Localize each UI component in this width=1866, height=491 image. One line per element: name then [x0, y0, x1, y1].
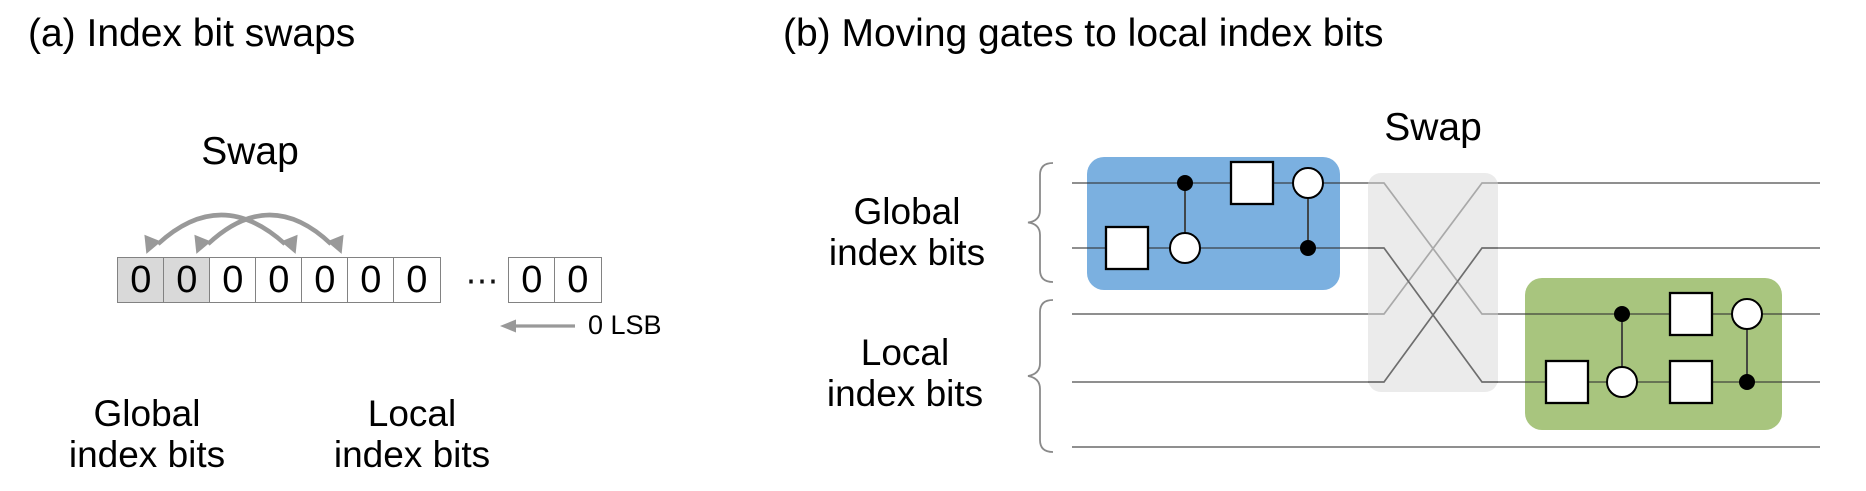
- arrowhead-icon: [280, 234, 298, 254]
- global-bits-brace: [1027, 162, 1054, 283]
- lsb-label: 0 LSB: [588, 310, 662, 340]
- bit-cell-local: 0: [393, 257, 441, 303]
- bit-cell-local: 0: [209, 257, 257, 303]
- swap-crossing-4-2: [1368, 247, 1498, 383]
- open-circle-gate: [1292, 167, 1324, 199]
- control-dot: [1177, 175, 1193, 191]
- swap-arc-1: [156, 212, 287, 246]
- panel-b-title: (b) Moving gates to local index bits: [783, 12, 1384, 55]
- arrowhead-icon: [144, 234, 162, 254]
- swap-arcs: [144, 212, 344, 254]
- bit-cell-local: 0: [554, 257, 602, 303]
- swap-crossing-2-4: [1368, 247, 1498, 383]
- quantum-wires: [1072, 182, 1820, 448]
- panel-a-title: (a) Index bit swaps: [28, 12, 356, 55]
- open-circle-gate: [1731, 298, 1763, 330]
- bit-array-main: 0 0 0 0 0 0 0: [117, 257, 441, 303]
- control-dot: [1739, 374, 1755, 390]
- bit-array-ellipsis: ⋯: [465, 261, 499, 299]
- arrowhead-icon: [326, 234, 344, 254]
- control-dot: [1300, 240, 1316, 256]
- open-circle-gate: [1606, 366, 1638, 398]
- left-arrowhead-icon: [500, 319, 516, 333]
- local-box-gates: [1544, 291, 1763, 405]
- wire-group-braces: [1027, 162, 1054, 453]
- panel-a-global-label: Global index bits: [47, 393, 247, 475]
- panel-b-global-label-line1: Global: [853, 191, 961, 232]
- gate-box: [1104, 225, 1150, 271]
- control-dot: [1614, 306, 1630, 322]
- swap-crossing-3-1: [1368, 182, 1498, 315]
- lsb-arrow: [500, 319, 575, 333]
- open-circle-gate: [1169, 232, 1201, 264]
- bit-cell-local: 0: [255, 257, 303, 303]
- swap-arc-2: [206, 212, 333, 246]
- panel-b-local-label: Local index bits: [795, 332, 1015, 414]
- global-box-gates: [1104, 160, 1324, 271]
- panel-b-local-label-line2: index bits: [826, 373, 984, 414]
- panel-a-global-label-line1: Global: [93, 393, 201, 434]
- gate-box: [1544, 359, 1590, 405]
- bit-cell-local: 0: [347, 257, 395, 303]
- panel-a-swap-label: Swap: [201, 130, 299, 173]
- bit-cell-local: 0: [508, 257, 556, 303]
- swap-box: [1368, 173, 1498, 392]
- panel-b-global-label: Global index bits: [797, 191, 1017, 273]
- bit-array-tail: 0 0: [508, 257, 602, 303]
- bit-cell-global: 0: [117, 257, 165, 303]
- local-gates-box: [1525, 278, 1782, 430]
- panel-a-local-label: Local index bits: [312, 393, 512, 475]
- arrowhead-icon: [194, 234, 212, 254]
- panel-a-local-label-line2: index bits: [333, 434, 491, 475]
- panel-a-local-label-line1: Local: [367, 393, 457, 434]
- gate-box: [1668, 359, 1714, 405]
- panel-b-swap-label: Swap: [1384, 106, 1482, 149]
- panel-b-global-label-line2: index bits: [828, 232, 986, 273]
- gate-box: [1229, 160, 1275, 206]
- global-gates-box: [1087, 157, 1340, 290]
- bit-cell-local: 0: [301, 257, 349, 303]
- panel-a-global-label-line2: index bits: [68, 434, 226, 475]
- bit-cell-global: 0: [163, 257, 211, 303]
- panel-b-local-label-line1: Local: [860, 332, 950, 373]
- gate-box: [1668, 291, 1714, 337]
- local-bits-brace: [1027, 299, 1054, 453]
- quantum-circuit: [1072, 157, 1820, 448]
- swap-crossing-1-3: [1368, 182, 1498, 315]
- swap-crossings: [1368, 182, 1498, 383]
